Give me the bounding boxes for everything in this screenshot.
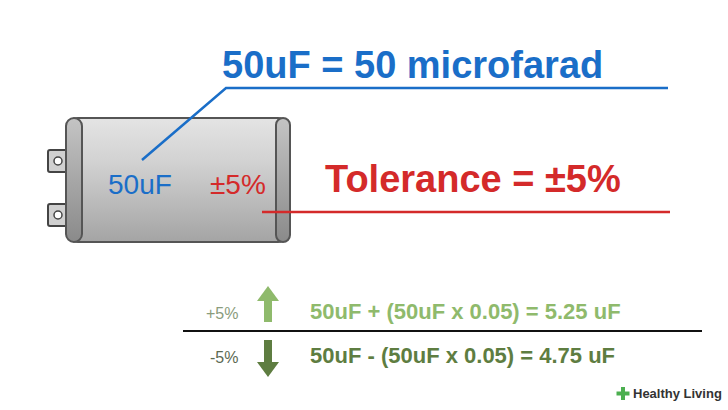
capacitor-marking: 50uF — [108, 171, 172, 199]
formula-label: 50uF + (50uF x 0.05) = 5.25 uF — [310, 301, 621, 323]
capacitor-body — [66, 118, 290, 242]
capacitor-marking: ±5% — [210, 171, 266, 199]
percent-label: -5% — [210, 350, 238, 366]
divider-line — [183, 330, 702, 332]
up-arrow — [257, 286, 279, 322]
capacitor: 50uF ±5% — [84, 118, 274, 242]
leader-line — [142, 88, 668, 160]
percent-label: +5% — [206, 306, 238, 322]
definition-label: 50uF = 50 microfarad — [222, 46, 603, 84]
leader-line — [262, 211, 670, 214]
tolerance-label: Tolerance = ±5% — [325, 160, 621, 198]
down-arrow — [257, 340, 279, 377]
formula-label: 50uF - (50uF x 0.05) = 4.75 uF — [310, 345, 615, 367]
watermark: Healthy Living — [633, 387, 722, 400]
watermark-icon — [617, 387, 630, 400]
